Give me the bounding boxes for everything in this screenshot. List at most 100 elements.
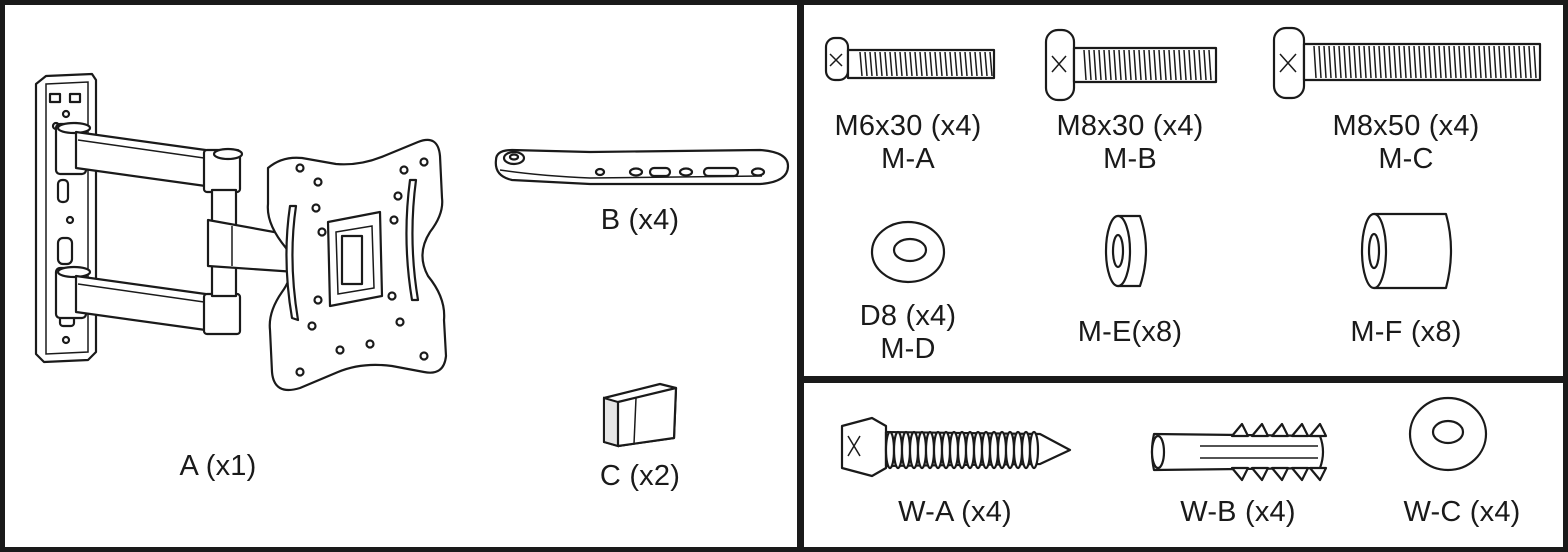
thread-line [1403,45,1407,79]
bolt-icon [1272,26,1542,100]
thread-line [889,51,893,77]
thread-coil [908,430,920,470]
thread-line [954,51,958,77]
thread-line [1513,45,1517,79]
thread-line [1533,45,1537,79]
thread-line [1463,45,1467,79]
anchor-fin [1290,422,1310,438]
m-a-size-label: M6x30 (x4) [834,110,982,142]
thread-line [1088,49,1092,81]
thread-line [1488,45,1492,79]
m-d-size-label: D8 (x4) [859,300,957,332]
anchor-fin [1230,466,1250,482]
thread-coil [892,430,904,470]
thread-line [1528,45,1532,79]
thread-coil [948,430,960,470]
thread-line [894,51,898,77]
thread-coil [972,430,984,470]
thread-coil [940,430,952,470]
anchor-fin [1250,422,1270,438]
thread-line [1148,49,1152,81]
thread-line [1353,45,1357,79]
thread-line [1188,49,1192,81]
thread-line [1383,45,1387,79]
spacer-block-icon [602,382,678,448]
thread-line [1313,45,1317,79]
thread-line [859,51,863,77]
thread-line [1483,45,1487,79]
washer-icon [1408,396,1488,472]
w-c-label: W-C (x4) [1403,496,1521,528]
anchor-fin [1250,466,1270,482]
thread-line [1408,45,1412,79]
thread-line [874,51,878,77]
thread-line [1098,49,1102,81]
thread-line [1178,49,1182,81]
thread-coil [932,430,944,470]
w-a-label: W-A (x4) [898,496,1012,528]
thread-line [1333,45,1337,79]
thread-line [1508,45,1512,79]
anchor-fin [1230,422,1250,438]
thread-line [1323,45,1327,79]
thread-line [1428,45,1432,79]
thread-line [864,51,868,77]
thread-line [1503,45,1507,79]
thread-line [1128,49,1132,81]
thread-line [1133,49,1137,81]
thread-line [1123,49,1127,81]
thread-line [1398,45,1402,79]
thread-line [884,51,888,77]
lag-screw-icon [840,416,1072,478]
vertical-divider [797,0,804,552]
thread-line [1453,45,1457,79]
thread-line [1173,49,1177,81]
thread-line [934,51,938,77]
thread-line [964,51,968,77]
thread-line [1338,45,1342,79]
thread-line [984,51,988,77]
thread-line [1363,45,1367,79]
thread-line [1183,49,1187,81]
anchor-fin [1308,422,1328,438]
thread-line [1113,49,1117,81]
bolt-icon [1044,28,1218,102]
part-a-label: A (x1) [179,450,257,482]
m-d-code-label: M-D [880,333,936,365]
thread-line [1343,45,1347,79]
thread-line [869,51,873,77]
horizontal-divider [800,376,1568,383]
thread-line [1208,49,1212,81]
thread-line [1138,49,1142,81]
thread-line [1083,49,1087,81]
anchor-fin [1270,466,1290,482]
anchor-fin [1290,466,1310,482]
thread-coil [996,430,1008,470]
thread-line [919,51,923,77]
thread-coil [1004,430,1016,470]
thread-line [1328,45,1332,79]
thread-line [1473,45,1477,79]
thread-line [1198,49,1202,81]
anchor-fin [1270,422,1290,438]
thread-line [949,51,953,77]
thread-line [1193,49,1197,81]
thread-line [1348,45,1352,79]
thread-coil [980,430,992,470]
thread-line [1443,45,1447,79]
thread-line [969,51,973,77]
thread-line [1423,45,1427,79]
thread-line [1523,45,1527,79]
thread-line [989,51,993,77]
thread-line [1093,49,1097,81]
m-a-code-label: M-A [881,143,935,175]
thread-line [1448,45,1452,79]
m-c-size-label: M8x50 (x4) [1332,110,1480,142]
thread-line [1518,45,1522,79]
thread-line [1203,49,1207,81]
thread-line [939,51,943,77]
m-e-label: M-E(x8) [1077,316,1183,348]
thread-coil [964,430,976,470]
thread-line [1433,45,1437,79]
thread-line [909,51,913,77]
